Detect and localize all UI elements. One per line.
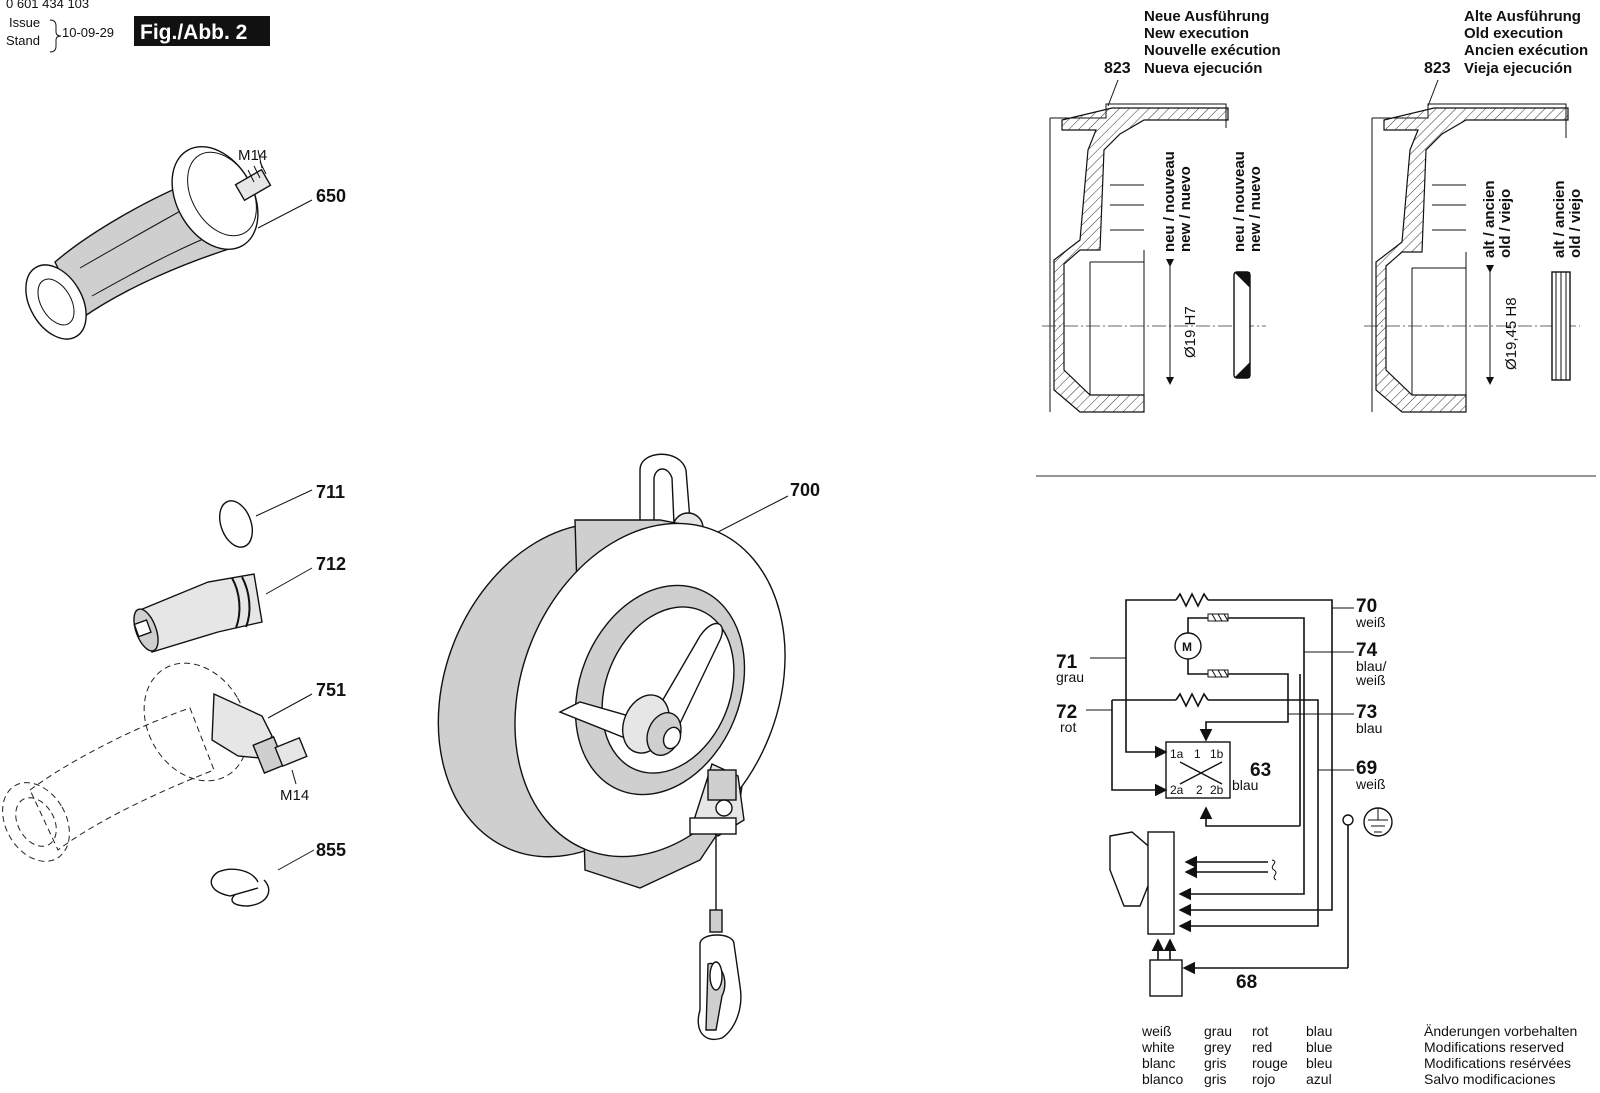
legend-c2-r0: rot [1252,1023,1268,1039]
old-execution-section: Alte Ausführung Old execution Ancien exé… [1364,8,1588,413]
new-dimension: Ø19 H7 [1182,306,1199,358]
w73-color: blau [1356,720,1382,736]
legend-c0-r3: blanco [1142,1071,1183,1087]
p751-label: 751 [316,680,346,700]
switch-2: 2 [1196,783,1203,797]
new-exec-line-1: Neue Ausführung [1144,8,1269,25]
legend-c3-r3: azul [1306,1071,1332,1087]
modifications-line-1: Änderungen vorbehalten [1424,1023,1577,1039]
part-751-handle: M14 751 [2,662,346,862]
w68-number: 68 [1236,972,1257,993]
switch-1a: 1a [1170,747,1184,761]
w63-number: 63 [1250,760,1271,781]
new-exec-line-4: Nueva ejecución [1144,60,1262,77]
old-exec-part-823: 823 [1424,60,1451,77]
new-execution-section: Neue Ausführung New execution Nouvelle e… [1042,8,1281,413]
old-vertical-1b: old / viejo [1497,189,1514,258]
w73-number: 73 [1356,702,1377,723]
legend-c0-r1: white [1141,1039,1175,1055]
new-vertical-2b: new / nuevo [1247,166,1264,252]
legend-c1-r3: gris [1204,1071,1227,1087]
p712-label: 712 [316,554,346,574]
w70-color: weiß [1355,614,1386,630]
p751-thread: M14 [280,787,309,804]
old-exec-line-3: Ancien exécution [1464,42,1588,59]
new-exec-line-3: Nouvelle exécution [1144,42,1281,59]
modifications-line-2: Modifications reserved [1424,1039,1564,1055]
new-exec-part-823: 823 [1104,60,1131,77]
motor-symbol: M [1182,640,1192,654]
legend-c2-r3: rojo [1252,1071,1276,1087]
p650-label: 650 [316,186,346,206]
w71-color: grau [1056,669,1084,685]
old-exec-line-2: Old execution [1464,25,1563,42]
w70-number: 70 [1356,596,1377,617]
modifications-line-4: Salvo modificaciones [1424,1071,1556,1087]
p700-label: 700 [790,480,820,500]
issue-label: Issue [9,15,40,30]
new-vertical-2a: neu / nouveau [1231,151,1248,252]
legend-c3-r2: bleu [1306,1055,1332,1071]
legend-c1-r1: grey [1204,1039,1231,1055]
p711-label: 711 [316,482,345,502]
legend-c0-r2: blanc [1142,1055,1175,1071]
part-700-balancer: 700 [437,453,820,1041]
legend-c1-r2: gris [1204,1055,1227,1071]
doc-number: 0 601 434 103 [6,0,89,11]
legend-c1-r0: grau [1204,1023,1232,1039]
switch-2a: 2a [1170,783,1184,797]
legend-c2-r2: rouge [1252,1055,1288,1071]
modifications-note: Änderungen vorbehalten Modifications res… [1424,1023,1577,1087]
wiring-diagram: M 1a 1 1b 2a 2 2b 63 blau [1056,592,1393,997]
old-exec-line-1: Alte Ausführung [1464,8,1581,25]
switch-1b: 1b [1210,747,1224,761]
new-exec-line-2: New execution [1144,25,1249,42]
w74-color-1: blau/ [1356,658,1386,674]
old-exec-line-4: Vieja ejecución [1464,60,1572,77]
part-711-o-ring: 711 [218,482,345,548]
w63-color: blau [1232,777,1258,793]
w72-color: rot [1060,719,1076,735]
stand-label: Stand [6,33,40,48]
part-855-clip: 855 [210,840,346,907]
legend-c0-r0: weiß [1141,1023,1172,1039]
figure-label: Fig./Abb. 2 [140,21,247,44]
old-vertical-2b: old / viejo [1567,189,1584,258]
color-legend: weiß white blanc blanco grau grey gris g… [1141,1023,1333,1087]
new-vertical-1a: neu / nouveau [1161,151,1178,252]
w71-number: 71 [1056,652,1078,673]
p650-thread: M14 [238,147,267,164]
w74-color-2: weiß [1355,672,1386,688]
legend-c3-r0: blau [1306,1023,1332,1039]
old-vertical-1a: alt / ancien [1481,180,1498,258]
switch-2b: 2b [1210,783,1224,797]
w74-number: 74 [1356,640,1378,661]
old-vertical-2a: alt / ancien [1551,180,1568,258]
modifications-line-3: Modifications resérvées [1424,1055,1571,1071]
figure-badge [134,16,270,46]
w69-number: 69 [1356,758,1377,779]
header-block: 0 601 434 103 Issue Stand 10-09-29 Fig./… [6,0,270,53]
p855-label: 855 [316,840,346,860]
part-712-adapter: 712 [133,554,346,653]
w69-color: weiß [1355,776,1386,792]
brace-icon [49,19,62,53]
switch-1: 1 [1194,747,1201,761]
issue-date: 10-09-29 [62,25,114,40]
part-650-side-handle: M14 650 [25,146,346,340]
w72-number: 72 [1056,702,1077,723]
new-vertical-1b: new / nuevo [1177,166,1194,252]
legend-c3-r1: blue [1306,1039,1333,1055]
old-dimension: Ø19,45 H8 [1503,297,1520,370]
legend-c2-r1: red [1252,1039,1272,1055]
